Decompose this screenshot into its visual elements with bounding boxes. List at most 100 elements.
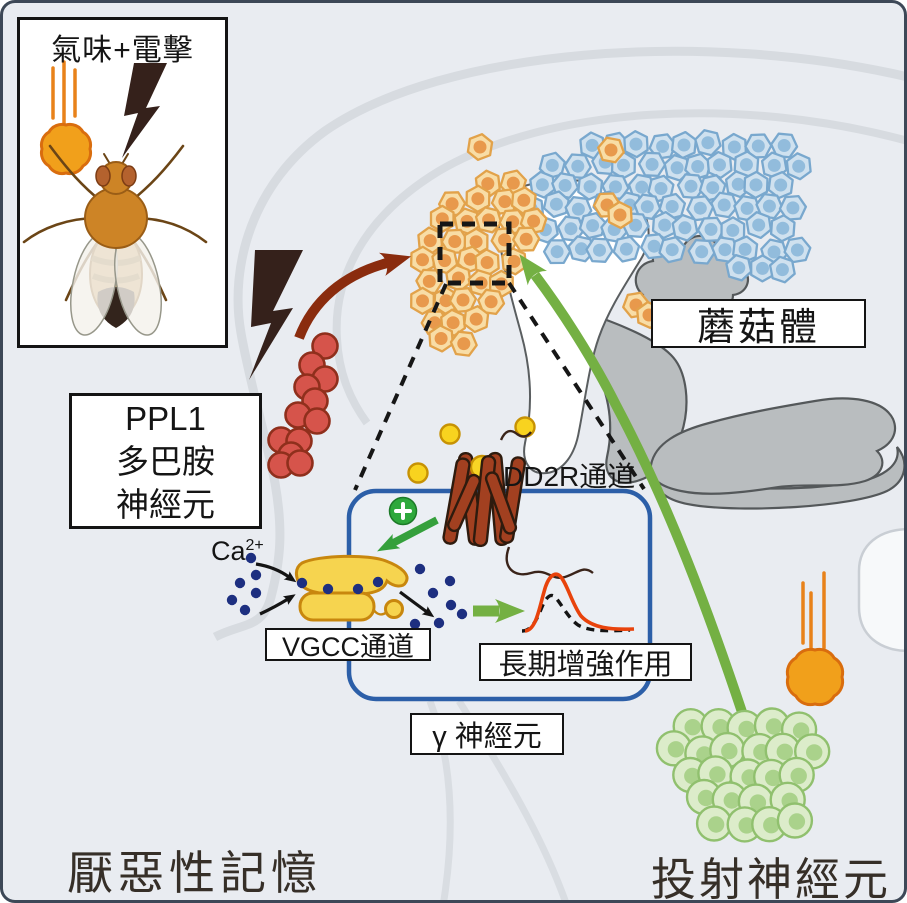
cell-core	[416, 253, 429, 267]
dot	[286, 449, 314, 477]
fly-illustration	[22, 144, 208, 336]
cell-core	[507, 254, 521, 268]
cell-core	[439, 294, 453, 308]
cell-core	[749, 794, 767, 811]
cell-core	[647, 239, 661, 253]
cell-core	[519, 232, 533, 246]
cell-core	[751, 139, 765, 153]
cell-core	[535, 178, 549, 192]
zoom-region	[353, 221, 646, 491]
cell-core	[704, 222, 718, 236]
cell-core	[738, 242, 752, 256]
dot	[407, 462, 429, 484]
facilitation-arrow	[377, 516, 439, 552]
cell-core	[416, 294, 429, 308]
lightning-bolt-icon	[249, 250, 303, 380]
cell-core	[709, 766, 726, 783]
cell-core	[776, 743, 793, 760]
plus-circle-icon	[388, 496, 418, 526]
calcium-ions-on-channel	[296, 576, 384, 595]
cell-core	[678, 221, 692, 235]
cell-core	[721, 742, 738, 760]
dot	[444, 575, 456, 587]
cell-core	[571, 159, 585, 173]
cell-core	[645, 157, 659, 171]
cell-core	[718, 243, 732, 257]
conditioning-inset: 氣味+電擊	[17, 17, 228, 348]
cell-core	[695, 245, 709, 259]
dot	[234, 577, 246, 589]
cell-core	[792, 159, 806, 173]
cell-core	[445, 197, 459, 211]
cell-core	[609, 180, 622, 194]
cell-core	[593, 243, 606, 257]
cell-core	[806, 744, 823, 761]
cell-core	[684, 719, 701, 736]
inset-caption: 氣味+電擊	[51, 34, 194, 67]
cell-core	[564, 222, 578, 236]
cell-core	[506, 176, 520, 190]
cell-core	[767, 158, 781, 172]
dd2r-tail-bottom	[505, 546, 594, 579]
brain-notch	[857, 528, 904, 652]
cell-core	[677, 138, 691, 152]
cell-core	[498, 195, 512, 209]
cell-core	[701, 136, 715, 150]
cell-core	[422, 274, 436, 288]
cell-core	[762, 199, 776, 213]
ppl1-line-1: PPL1	[125, 399, 206, 437]
cell-core	[738, 720, 755, 738]
cell-core	[463, 252, 477, 266]
dopamine-molecule-dots	[407, 416, 536, 484]
dot	[311, 332, 339, 360]
cell-core	[550, 245, 564, 259]
cell-core	[517, 193, 531, 207]
cell-core	[640, 200, 654, 214]
cell-core	[707, 816, 725, 833]
cell-core	[765, 718, 783, 735]
dot	[303, 407, 331, 435]
conditioning-arrow	[294, 252, 412, 340]
odor-puff-icon	[39, 122, 93, 176]
dot	[239, 604, 251, 616]
cell-core	[691, 160, 705, 173]
cell-core	[774, 178, 788, 192]
cell-core	[763, 817, 780, 834]
calcium-influx-arrows	[255, 562, 435, 618]
cell-core	[656, 139, 670, 153]
cell-core	[658, 218, 672, 232]
cell-core	[635, 180, 649, 194]
aversive-memory-text: 厭惡性記憶	[67, 847, 322, 899]
dot	[250, 587, 262, 599]
odor-lines	[801, 571, 826, 653]
cell-core	[480, 256, 494, 269]
cell-core	[613, 208, 627, 222]
gamma-neuron-label: γ 神經元	[410, 713, 564, 755]
cell-core	[665, 243, 679, 257]
calcium-charge: 2+	[245, 537, 264, 554]
dot	[296, 577, 308, 589]
mb-horizontal-lobe	[649, 397, 897, 495]
dot	[414, 563, 426, 575]
ltp-label: 長期增強作用	[479, 643, 692, 681]
dot	[456, 608, 468, 620]
dd2r-tail-top	[499, 429, 532, 441]
dot	[409, 618, 421, 630]
cell-core	[684, 179, 698, 193]
cell-core	[583, 180, 597, 194]
cell-core	[456, 293, 470, 307]
cell-core	[448, 235, 462, 248]
dot	[226, 594, 238, 606]
cell-core	[756, 261, 769, 275]
cell-core	[788, 813, 806, 830]
cell-core	[752, 218, 766, 232]
dot	[445, 599, 457, 611]
cell-core	[706, 181, 720, 195]
cell-core	[481, 177, 495, 191]
cell-core	[484, 295, 498, 309]
cell-core	[471, 192, 485, 206]
dd2r-channel-label: DD2R通道	[503, 461, 636, 492]
cell-core	[775, 263, 789, 277]
zoom-square	[437, 221, 512, 286]
cell-core	[667, 741, 685, 758]
